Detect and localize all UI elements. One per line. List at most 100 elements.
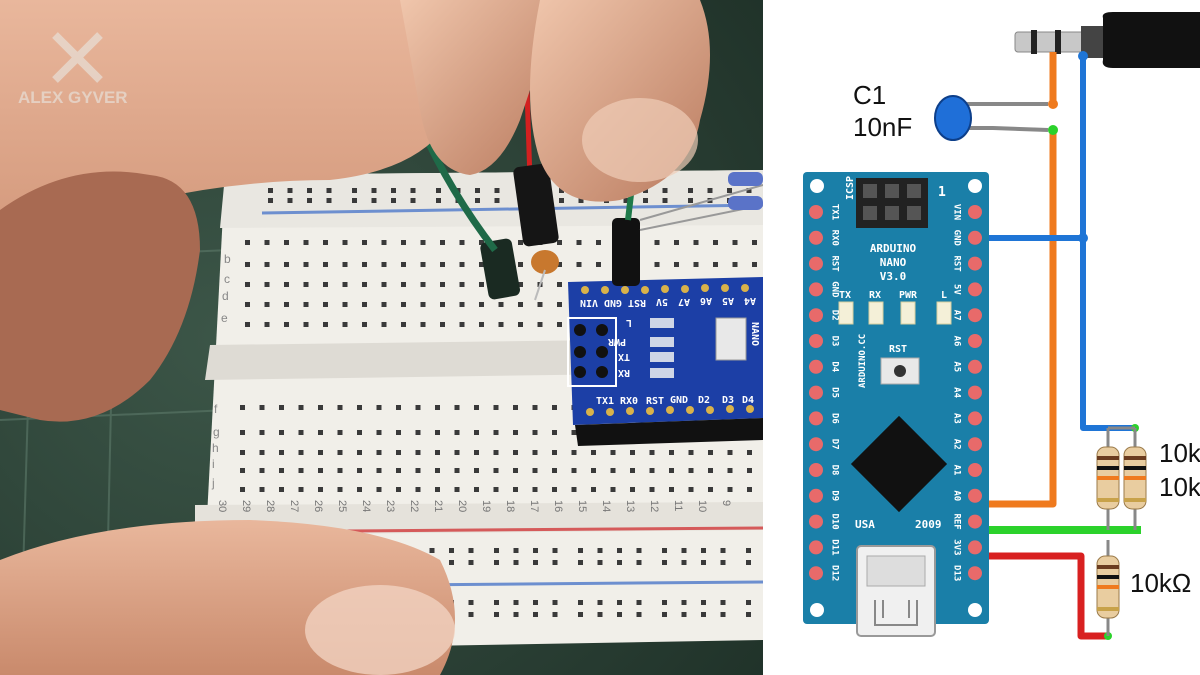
led-label: RX [869,290,881,301]
pin-pad [809,230,823,245]
pin-pad [968,437,982,452]
board-title: ARDUINO [870,242,917,255]
column-number: 15 [576,500,588,512]
pin-pad [809,385,823,400]
resistor-10k-a [1096,446,1120,510]
wire-orange-a0 [973,128,1057,508]
capacitor-name: C1 [853,80,886,110]
pin-pad [968,385,982,400]
pin-label: D12 [830,565,840,581]
nano-side-text: NANO [749,322,760,346]
audio-jack [1014,12,1200,68]
pin-label: D4 [830,361,840,372]
column-number: 23 [384,500,396,512]
row-letter: h [212,441,219,455]
pin-label: A6 [952,336,962,347]
board-title: NANO [880,256,907,269]
pin-pad [968,205,982,219]
row-letter: d [222,289,229,303]
pin-label: D7 [830,439,840,450]
pin-label: A2 [952,439,962,450]
pin-pad [968,334,982,348]
led-label: TX [839,290,851,301]
pin-label: D10 [830,513,840,529]
pin-label: D5 [830,387,840,398]
pin-label: 5V [952,284,962,295]
column-number: 30 [216,500,228,512]
row-letter: g [213,425,220,439]
usb-connector [856,545,936,637]
pin-label: GND [952,230,962,247]
pin-label: RST [830,255,840,272]
pin-pad [809,437,823,452]
resistor-label: 10k [1159,438,1200,468]
pin-label: D2 [830,310,840,321]
column-number: 27 [288,500,300,512]
pin-pad [968,540,982,555]
pin-label: GND [830,281,840,298]
capacitor-value: 10nF [853,112,912,142]
nano-pin-label: RX0 [620,396,638,407]
pin-pad [968,308,982,323]
nano-pin-label: RST [628,297,646,308]
pin-label: 3V3 [952,539,962,555]
row-letter: j [211,476,215,490]
column-number: 12 [648,500,660,512]
nano-pin-label: A7 [678,296,690,307]
icsp-label: ICSP [845,176,856,200]
pin-pad [968,282,982,297]
led-label: L [941,290,947,301]
pin-pad [809,540,823,555]
pin-label: A1 [952,465,962,476]
column-number: 20 [456,500,468,512]
site-label: ARDUINO.CC [858,334,868,388]
row-letter: c [224,272,230,286]
resistors: 10k 10k 10kΩ [1096,426,1200,636]
nano-pin-label: D3 [722,395,734,406]
pin-label: D11 [830,539,840,555]
resistor-label: 10kΩ [1130,568,1191,598]
pin-pad [809,488,823,503]
nano-led-label: L [626,317,632,328]
pin-label: TX1 [830,204,840,220]
arduino-nano-board: VIN GND RST 5V A7 A6 A5 A4 TX1 RX0 RST G… [567,277,763,446]
pin-label: A4 [952,387,962,398]
pin-label: A7 [952,310,962,321]
pin-pad [968,411,982,426]
wire-blue [1080,56,1135,431]
usa-label: USA [855,518,875,531]
nano-pin-label: RST [646,396,664,407]
nano-pin-label: 5V [656,296,668,307]
row-letter: f [214,402,218,416]
pin-pad [809,205,823,219]
schematic-canvas: C1 10nF [803,12,1200,640]
column-number: 24 [360,500,372,512]
column-number: 29 [240,500,252,512]
pin-pad [968,514,982,529]
pin-label: D3 [830,336,840,347]
pin-pad [809,566,823,581]
resistor-10k-b [1123,446,1147,510]
rst-button-label: RST [889,344,907,355]
row-letter: b [224,252,231,266]
pin-label: VIN [952,204,962,220]
pin-pad [809,308,823,323]
row-letter: e [221,311,228,325]
column-number: 28 [264,500,276,512]
led-label: PWR [899,290,918,301]
column-number: 18 [504,500,516,512]
column-number: 11 [672,500,684,511]
pin-label: A3 [952,413,962,424]
nano-pin-label: A4 [744,295,756,306]
wire-red-3v3 [973,552,1108,640]
hands [0,0,710,675]
row-letter: i [212,457,215,471]
nano-pin-label: GND [604,297,622,308]
column-number: 17 [528,500,540,512]
pin-pad [809,334,823,348]
nano-led-label: RX [618,367,630,378]
wiring-schematic: C1 10nF [763,0,1200,675]
resistor-10k-c [1096,555,1120,619]
